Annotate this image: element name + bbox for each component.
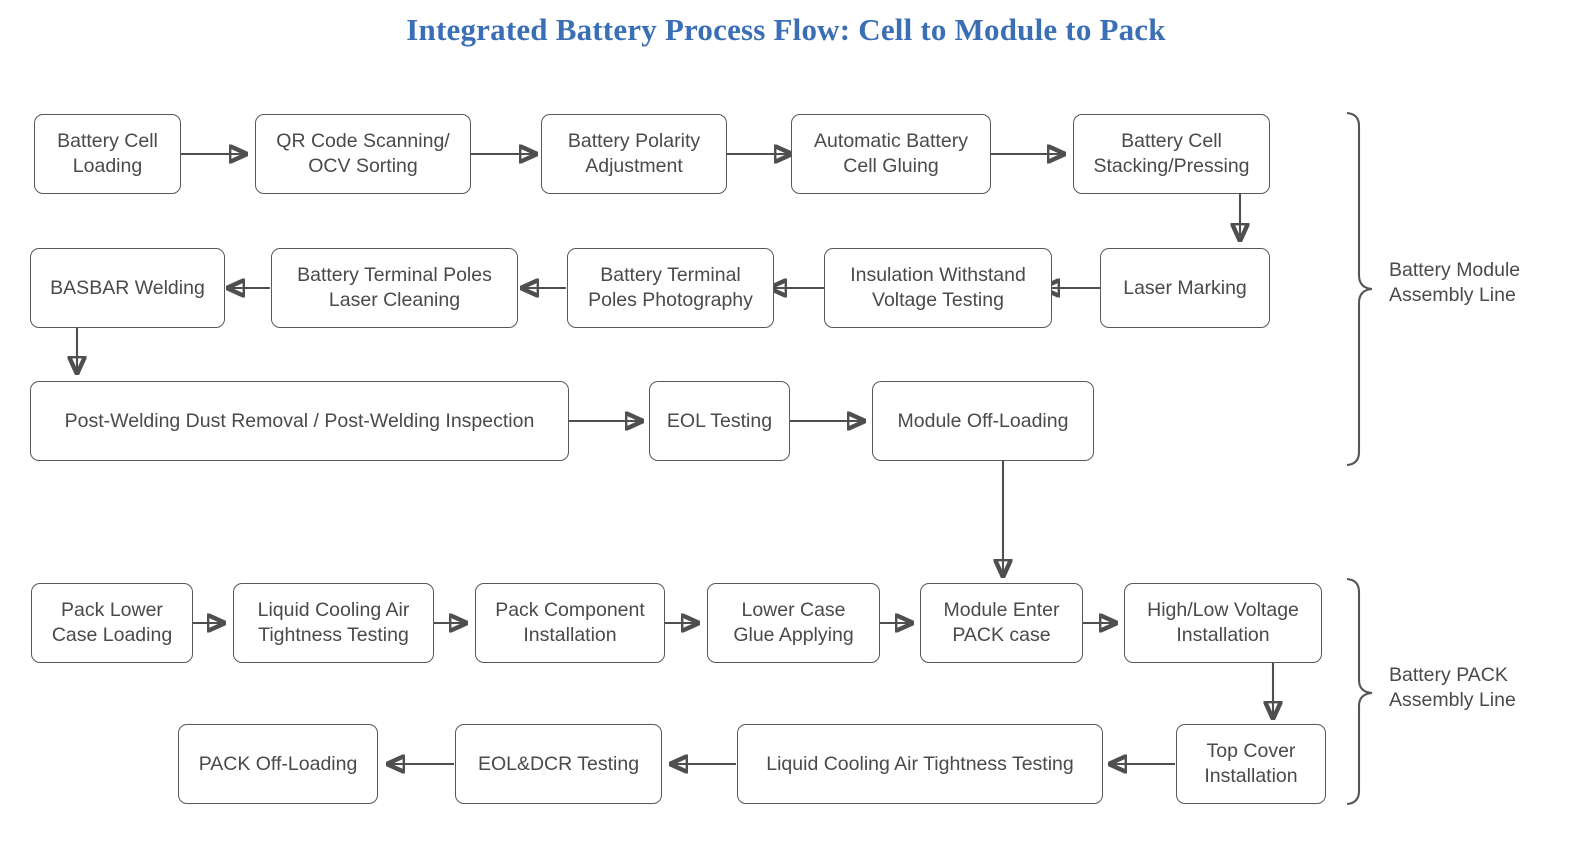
brace-label-module-assembly-line: Battery Module Assembly Line <box>1389 259 1521 306</box>
node-label: Liquid Cooling Air Tightness Testing <box>766 752 1074 775</box>
node-label: Post-Welding Dust Removal / Post-Welding… <box>64 409 535 432</box>
node-label: PACK Off-Loading <box>198 752 358 775</box>
node-eol-testing[interactable]: EOL Testing <box>649 381 790 461</box>
brace-label-pack-assembly-line: Battery PACK Assembly Line <box>1389 664 1516 711</box>
node-label: BASBAR Welding <box>50 276 205 299</box>
node-pack-off-loading[interactable]: PACK Off-Loading <box>178 724 378 804</box>
brace-pack-line <box>1346 577 1373 806</box>
node-label: EOL&DCR Testing <box>477 752 640 775</box>
node-label: EOL Testing <box>666 409 773 432</box>
node-liquid-cooling-air-tightness-testing-pack[interactable]: Liquid Cooling Air Tightness Testing <box>737 724 1103 804</box>
node-eol-dcr-testing[interactable]: EOL&DCR Testing <box>455 724 662 804</box>
node-laser-marking[interactable]: Laser Marking <box>1100 248 1270 328</box>
page-title: Integrated Battery Process Flow: Cell to… <box>406 12 1166 47</box>
node-basbar-welding[interactable]: BASBAR Welding <box>30 248 225 328</box>
node-qr-code-scanning-ocv-sorting[interactable]: QR Code Scanning/OCV Sorting <box>255 114 471 194</box>
node-label: QR Code Scanning/OCV Sorting <box>276 130 450 177</box>
node-label: Laser Marking <box>1123 276 1247 299</box>
node-module-off-loading[interactable]: Module Off-Loading <box>872 381 1094 461</box>
brace-module-line <box>1346 111 1373 467</box>
node-label: Module Off-Loading <box>897 409 1069 432</box>
node-post-welding-dust-removal-inspection[interactable]: Post-Welding Dust Removal / Post-Welding… <box>30 381 569 461</box>
